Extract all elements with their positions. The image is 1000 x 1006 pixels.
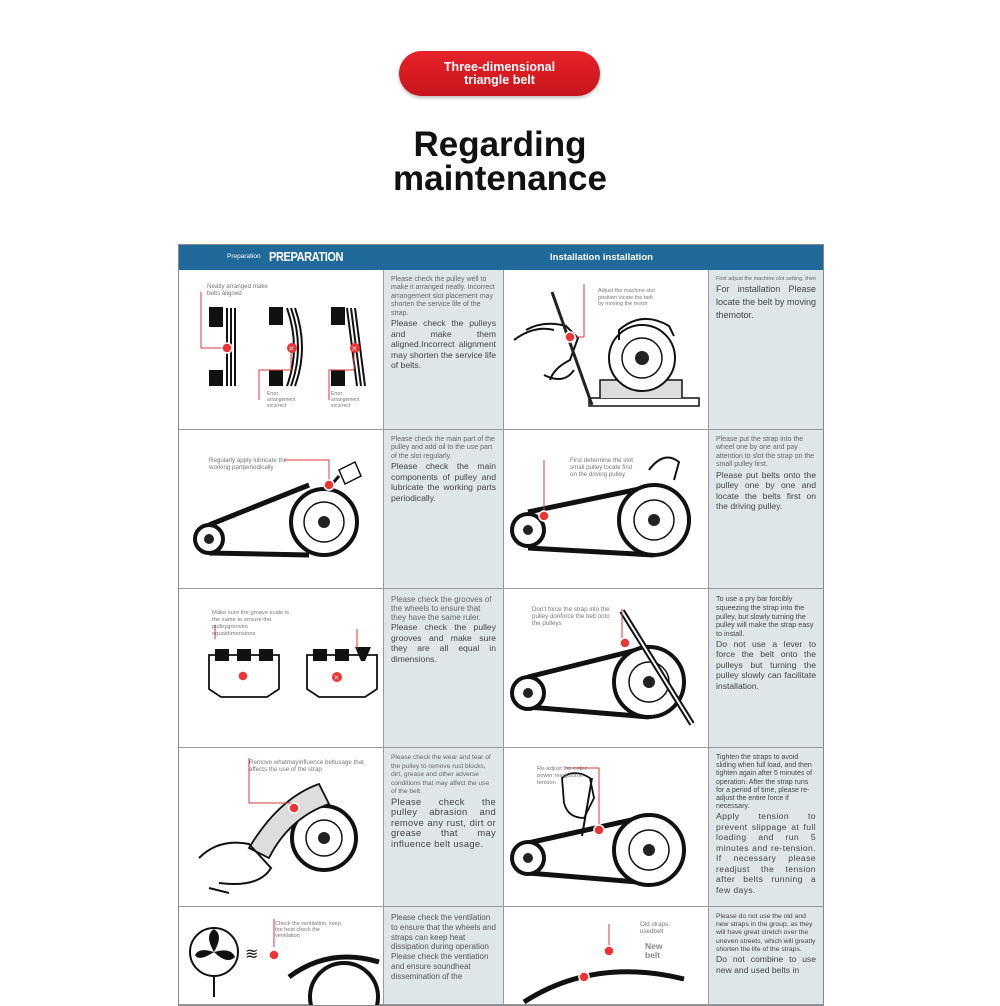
- row2-left-illustration: Regularly apply lubricate the working pa…: [179, 430, 384, 589]
- title-line-2: maintenance: [393, 159, 607, 198]
- row4-right-small: Tighten the straps to avoid sliding when…: [716, 754, 813, 811]
- row2-left-big: Please check the main components of pull…: [391, 461, 496, 503]
- row3-right-caption: Don't force the strap into the pulley do…: [532, 606, 610, 627]
- row1-left-illustration: ✕ ✕ Neatly arranged make belts aligned E…: [179, 270, 384, 430]
- row3-left-big: Please check the pulley grooves and make…: [391, 622, 496, 664]
- row2-left-text: Please check the main part of the pulley…: [384, 430, 504, 589]
- cleaning-diagram: [198, 758, 358, 894]
- header-installation: Installation installation: [550, 252, 653, 263]
- lever-diagram: [510, 609, 695, 726]
- old-new-belt-diagram: [522, 924, 685, 1005]
- row4-left-caption: Remove whatmayinfluence beltusage that a…: [249, 759, 364, 773]
- lubricate-diagram: [193, 459, 362, 558]
- row5-right-big: Do not combine to use new and used belts…: [716, 954, 816, 975]
- tension-diagram: [510, 767, 686, 887]
- page-title: Regarding maintenance: [350, 125, 650, 198]
- row5-right-caption2: New belt: [645, 941, 663, 960]
- badge-line-2: triangle belt: [464, 72, 535, 87]
- header-prep-big: PREPARATION: [269, 249, 344, 264]
- row5-left-small: Please check the ventilation to ensure t…: [391, 913, 496, 981]
- row1-left-text: Please check the pulley well to make it …: [384, 270, 504, 430]
- row1-right-illustration: Adjust the machine slot position locate …: [504, 270, 709, 430]
- row4-right-illustration: Re-adjust the entire power readjustthe t…: [504, 748, 709, 907]
- motor-adjust-diagram: [513, 284, 700, 407]
- row3-left-caption: Make sure the groove scale is the same t…: [212, 610, 290, 637]
- row1-left-caption3: Error arrangement incorrect: [331, 391, 360, 409]
- row4-left-illustration: Remove whatmayinfluence beltusage that a…: [179, 748, 384, 907]
- row5-right-text: Please do not use the old and new straps…: [709, 907, 823, 1005]
- svg-text:≋: ≋: [245, 944, 258, 963]
- row1-right-small: First adjust the machine slot setting, t…: [716, 276, 816, 282]
- row4-right-caption: Re-adjust the entire power readjustthe t…: [537, 766, 588, 786]
- row1-left-big: Please check the pulleys and make them a…: [391, 318, 496, 371]
- row5-left-caption: Check the ventilation, keep the heat che…: [275, 921, 342, 940]
- row2-right-small: Please put the strap into the wheel one …: [716, 436, 815, 469]
- svg-text:✕: ✕: [289, 345, 295, 353]
- row2-left-caption: Regularly apply lubricate the working pa…: [209, 457, 288, 471]
- svg-text:✕: ✕: [334, 674, 340, 682]
- row4-left-text: Please check the wear and tear of the pu…: [384, 748, 504, 907]
- row5-left-text: Please check the ventilation to ensure t…: [384, 907, 504, 1005]
- ventilation-diagram: ≋: [189, 919, 380, 1005]
- row1-right-caption: Adjust the machine slot position locate …: [598, 288, 655, 307]
- row5-left-illustration: ≋ Check the ventilation, keep the heat c…: [179, 907, 384, 1005]
- row1-right-big: For installation Please locate the belt …: [716, 284, 816, 320]
- row4-right-text: Tighten the straps to avoid sliding when…: [709, 748, 823, 907]
- row2-right-illustration: First determine the slot small pulley lo…: [504, 430, 709, 589]
- row1-left-caption: Neatly arranged make belts aligned: [207, 283, 268, 297]
- row2-right-big: Please put belts onto the pulley one by …: [716, 469, 816, 512]
- alignment-diagram: ✕ ✕: [200, 292, 366, 400]
- product-badge: Three-dimensional triangle belt: [399, 51, 600, 96]
- svg-text:✕: ✕: [352, 345, 358, 353]
- groove-diagram: ✕: [208, 625, 378, 698]
- row3-left-text: Please check the grooves of the wheels t…: [384, 589, 504, 748]
- driving-pulley-diagram: [510, 456, 691, 558]
- badge-line-1: Three-dimensional: [443, 59, 556, 74]
- title-line-1: Regarding: [413, 125, 587, 164]
- row5-right-caption: Old straps usedbelt: [640, 921, 669, 935]
- row3-left-illustration: ✕ Make sure the groove scale is the same…: [179, 589, 384, 748]
- row1-left-small: Please check the pulley well to make it …: [391, 276, 495, 317]
- row2-right-caption: First determine the slot small pulley lo…: [570, 457, 633, 478]
- row1-right-text: First adjust the machine slot setting, t…: [709, 270, 823, 430]
- row5-right-small: Please do not use the old and new straps…: [716, 913, 816, 953]
- row3-right-big: Do not use a lever to force the belt ont…: [716, 638, 816, 691]
- row2-left-small: Please check the main part of the pulley…: [391, 436, 495, 460]
- row3-left-small: Please check the grooves of the wheels t…: [391, 595, 492, 622]
- header-prep-small: Preparation: [227, 253, 261, 260]
- row4-left-big: Please check the pulley abrasion and rem…: [391, 795, 496, 849]
- row3-right-illustration: Don't force the strap into the pulley do…: [504, 589, 709, 748]
- row3-right-text: To use a pry bar forcibly squeezing the …: [709, 589, 823, 748]
- row1-left-caption2: Error arrangement incorrect: [267, 391, 296, 409]
- row3-right-small: To use a pry bar forcibly squeezing the …: [716, 594, 814, 639]
- row5-right-illustration: Old straps usedbelt New belt: [504, 907, 709, 1005]
- row4-right-big: Apply tension to prevent slippage at ful…: [716, 811, 816, 895]
- maintenance-table: Preparation PREPARATION Installation ins…: [178, 244, 824, 1006]
- table-header: Preparation PREPARATION Installation ins…: [179, 245, 823, 270]
- row2-right-text: Please put the strap into the wheel one …: [709, 430, 823, 589]
- row4-left-small: Please check the wear and tear of the pu…: [391, 754, 491, 795]
